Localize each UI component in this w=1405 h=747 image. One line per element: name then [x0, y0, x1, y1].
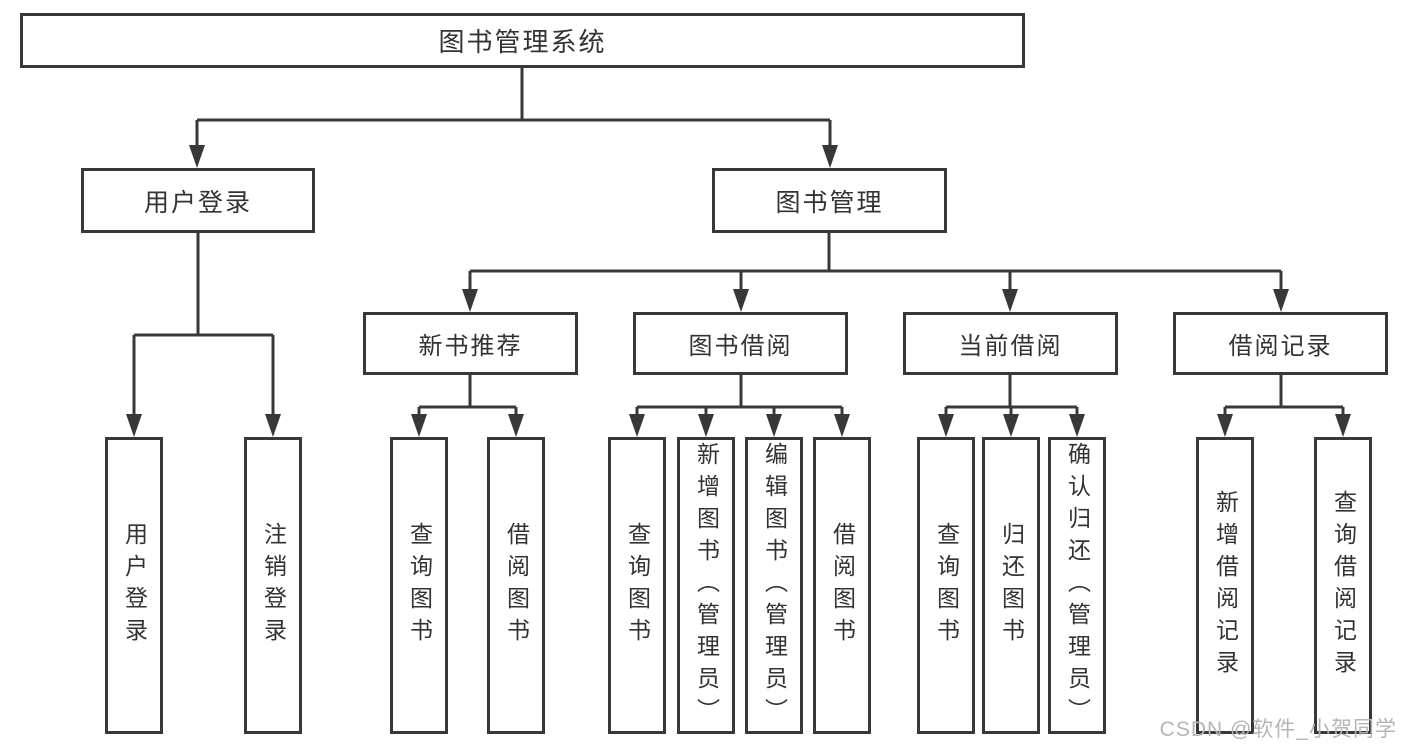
- node-book-management-branch: 图书管理: [712, 168, 947, 233]
- node-label: 查询图书: [624, 521, 651, 650]
- node-label: 编辑图书（管理员）: [761, 441, 788, 730]
- node-label: 查询图书: [933, 521, 960, 650]
- leaf-query-books-recommend: 查询图书: [390, 437, 448, 734]
- leaf-user-login: 用户登录: [105, 437, 163, 734]
- leaf-logout: 注销登录: [244, 437, 302, 734]
- node-label: 用户登录: [143, 188, 252, 217]
- leaf-query-books-borrow: 查询图书: [608, 437, 666, 734]
- node-book-borrowing: 图书借阅: [633, 312, 848, 375]
- node-label: 借阅图书: [503, 521, 530, 650]
- node-label: 注销登录: [260, 521, 287, 650]
- leaf-add-book-admin: 新增图书（管理员）: [677, 437, 735, 734]
- csdn-watermark: CSDN @软件_小贺同学: [1159, 718, 1397, 741]
- leaf-confirm-return-admin: 确认归还（管理员）: [1048, 437, 1106, 734]
- node-label: 归还图书: [998, 521, 1025, 650]
- leaf-edit-book-admin: 编辑图书（管理员）: [745, 437, 803, 734]
- node-label: 新增图书（管理员）: [693, 441, 720, 730]
- leaf-return-book: 归还图书: [982, 437, 1040, 734]
- node-new-book-recommendation: 新书推荐: [363, 312, 578, 375]
- node-label: 查询图书: [406, 521, 433, 650]
- node-user-login-branch: 用户登录: [81, 168, 315, 233]
- node-borrowing-records: 借阅记录: [1173, 312, 1388, 375]
- node-label: 图书管理系统: [438, 27, 607, 57]
- leaf-query-books-current: 查询图书: [917, 437, 975, 734]
- node-label: 新增借阅记录: [1212, 489, 1239, 682]
- node-label: 借阅图书: [829, 521, 856, 650]
- node-label: 当前借阅: [958, 333, 1063, 360]
- leaf-add-borrow-record: 新增借阅记录: [1196, 437, 1254, 734]
- node-label: 新书推荐: [418, 333, 523, 360]
- leaf-query-borrow-record: 查询借阅记录: [1314, 437, 1372, 734]
- node-label: 图书借阅: [688, 333, 793, 360]
- leaf-borrow-books-recommend: 借阅图书: [487, 437, 545, 734]
- node-label: 借阅记录: [1228, 333, 1333, 360]
- node-library-management-system: 图书管理系统: [20, 13, 1025, 68]
- node-label: 图书管理: [775, 188, 884, 217]
- node-current-borrowing: 当前借阅: [903, 312, 1118, 375]
- node-label: 用户登录: [121, 521, 148, 650]
- node-label: 查询借阅记录: [1330, 489, 1357, 682]
- node-label: 确认归还（管理员）: [1064, 441, 1091, 730]
- leaf-borrow-books: 借阅图书: [813, 437, 871, 734]
